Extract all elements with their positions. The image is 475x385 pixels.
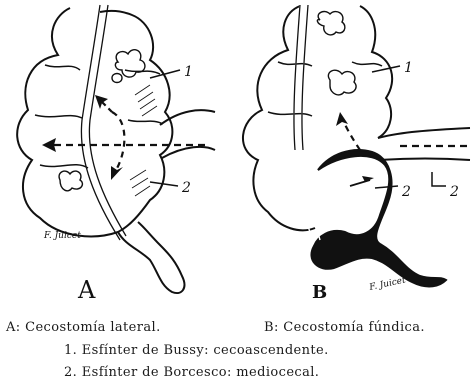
panel-a-catheter bbox=[81, 5, 126, 240]
panel-b-callout-2b: 2 bbox=[449, 184, 459, 200]
panel-b-cecum-fundus bbox=[311, 150, 446, 286]
caption-panel-b: B: Cecostomía fúndica. bbox=[264, 320, 425, 335]
panel-a-node-cluster-top bbox=[112, 50, 145, 83]
caption-panel-a: A: Cecostomía lateral. bbox=[6, 320, 161, 335]
panel-b-callout-1: 1 bbox=[404, 60, 413, 76]
panel-a-callout-2: 2 bbox=[181, 180, 191, 196]
panel-a-callout-1: 1 bbox=[184, 64, 193, 80]
anatomical-figure: A B 1 2 1 2 2 F. Juicet F. Juicet bbox=[0, 0, 475, 300]
panel-a-node-cluster-bottom bbox=[59, 171, 82, 191]
panel-a-drawing bbox=[17, 5, 215, 293]
panel-b-drawing bbox=[243, 5, 470, 286]
panel-b-callout-2a: 2 bbox=[401, 184, 411, 200]
panel-b-node-cluster-top bbox=[317, 12, 345, 35]
panel-b-colon-outline bbox=[243, 6, 392, 230]
panel-b-ileum bbox=[378, 128, 470, 160]
panel-b-letter: B bbox=[312, 282, 327, 300]
panel-a-dashed-arrow-down bbox=[112, 112, 124, 172]
caption-sphincter-1: 1. Esfínter de Bussy: cecoascendente. bbox=[64, 343, 329, 358]
caption-sphincter-2: 2. Esfínter de Borcesco: mediocecal. bbox=[64, 365, 319, 380]
panel-b-node-cluster-mid bbox=[328, 70, 356, 95]
panel-a-signature: F. Juicet bbox=[43, 231, 81, 241]
panel-a-appendix bbox=[118, 222, 184, 293]
panel-a-letter: A bbox=[77, 276, 96, 300]
panel-b-signature: F. Juicet bbox=[368, 275, 407, 293]
